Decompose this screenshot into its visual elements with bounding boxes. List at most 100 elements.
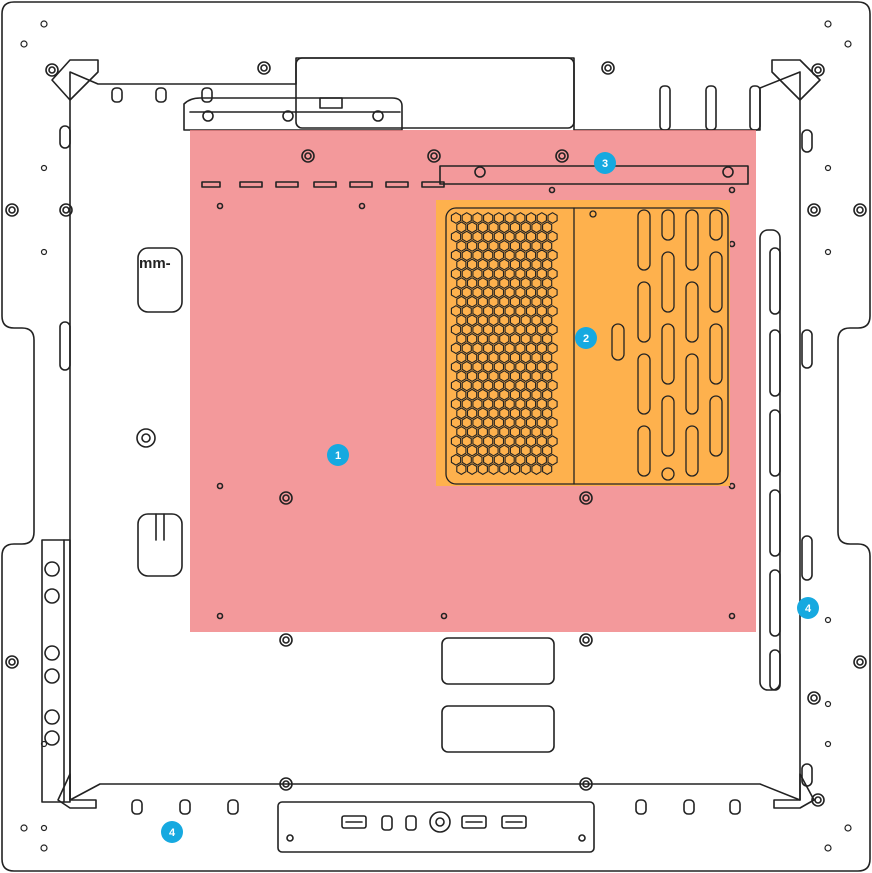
- vent-hex: [547, 416, 558, 429]
- vent-hex: [515, 416, 526, 429]
- vent-hex: [488, 258, 499, 271]
- vent-hex: [483, 286, 494, 299]
- vent-hex: [488, 221, 499, 234]
- vent-hex: [531, 388, 542, 401]
- vent-hex: [466, 370, 478, 382]
- vent-hex: [488, 463, 499, 475]
- vent-hex: [547, 305, 558, 317]
- vent-hex: [493, 416, 505, 429]
- vent-hex: [488, 295, 499, 308]
- vent-hex: [488, 314, 499, 327]
- vent-hex: [477, 351, 488, 364]
- vent-hex: [525, 435, 537, 448]
- vent-hex: [547, 267, 558, 280]
- vent-hex: [515, 249, 526, 262]
- vent-hex: [466, 426, 478, 438]
- vent-hex: [509, 426, 521, 438]
- vent-hex: [499, 277, 510, 289]
- vent-hex: [488, 351, 499, 364]
- vent-hex: [515, 212, 526, 224]
- svg-text:2: 2: [583, 333, 589, 345]
- vent-hex: [450, 379, 462, 392]
- vent-hex: [466, 463, 478, 475]
- vent-hex: [472, 398, 483, 410]
- vent-hex: [461, 212, 472, 224]
- vent-hex: [483, 267, 494, 280]
- vent-hex: [542, 426, 553, 438]
- vent-hex: [547, 323, 558, 336]
- vent-hex: [531, 221, 542, 234]
- vent-hex: [504, 230, 515, 243]
- vent-hex: [520, 277, 531, 289]
- vent-hex: [477, 258, 488, 271]
- vent-hex: [520, 407, 531, 420]
- vent-hex: [525, 398, 537, 410]
- vent-hex: [493, 286, 505, 299]
- vent-hex: [531, 314, 542, 327]
- vent-hex: [477, 240, 488, 252]
- vent-hex: [461, 453, 472, 466]
- vent-hex: [450, 323, 462, 336]
- vent-hex: [456, 277, 467, 289]
- vent-hex: [547, 453, 558, 466]
- vent-hex: [493, 323, 505, 336]
- vent-hex: [515, 323, 526, 336]
- vent-hex: [466, 277, 478, 289]
- vent-hex: [509, 351, 521, 364]
- vent-hex: [499, 295, 510, 308]
- vent-hex: [461, 305, 472, 317]
- vent-hex: [466, 444, 478, 457]
- vent-hex: [488, 370, 499, 382]
- outer-screws: [5, 61, 867, 807]
- vent-hex: [547, 398, 558, 410]
- vent-hex: [466, 295, 478, 308]
- usb-port-icon: [461, 815, 487, 829]
- vent-hex: [542, 407, 553, 420]
- vent-hex: [472, 342, 483, 355]
- vent-hex: [509, 295, 521, 308]
- vent-hex: [483, 360, 494, 373]
- vent-hex: [450, 249, 462, 262]
- vent-hex: [450, 416, 462, 429]
- vent-hex: [531, 258, 542, 271]
- vent-hex: [547, 360, 558, 373]
- top-left-bracket: [183, 97, 403, 131]
- left-side-slots: [59, 125, 71, 371]
- vent-hex: [456, 240, 467, 252]
- vent-hex: [531, 333, 542, 345]
- vent-hex: [509, 370, 521, 382]
- vent-hex: [461, 398, 472, 410]
- vent-hex: [466, 407, 478, 420]
- logo-text: mm-: [139, 255, 171, 272]
- vent-hex: [456, 221, 467, 234]
- vent-hex: [488, 407, 499, 420]
- top-pins: [111, 85, 761, 131]
- vent-hex: [536, 305, 547, 317]
- vent-hex: [499, 407, 510, 420]
- vent-hex: [504, 342, 515, 355]
- vent-hex: [525, 286, 537, 299]
- vent-hex: [536, 360, 547, 373]
- vent-hex: [536, 323, 547, 336]
- vent-hex: [547, 342, 558, 355]
- vent-hex: [536, 286, 547, 299]
- vent-hex: [488, 444, 499, 457]
- vent-hex: [531, 277, 542, 289]
- right-side-slots: [759, 129, 813, 787]
- vent-hex: [493, 249, 505, 262]
- vent-hex: [536, 416, 547, 429]
- vent-hex: [456, 370, 467, 382]
- vent-hex: [520, 370, 531, 382]
- vent-hex: [509, 333, 521, 345]
- vent-hex: [531, 295, 542, 308]
- vent-hex: [542, 370, 553, 382]
- vent-hex: [536, 267, 547, 280]
- vent-hex: [477, 295, 488, 308]
- vent-hex: [504, 286, 515, 299]
- svg-text:4: 4: [805, 603, 812, 615]
- vent-hex: [477, 388, 488, 401]
- vent-hex: [483, 398, 494, 410]
- vent-hex: [504, 267, 515, 280]
- vent-hex: [515, 305, 526, 317]
